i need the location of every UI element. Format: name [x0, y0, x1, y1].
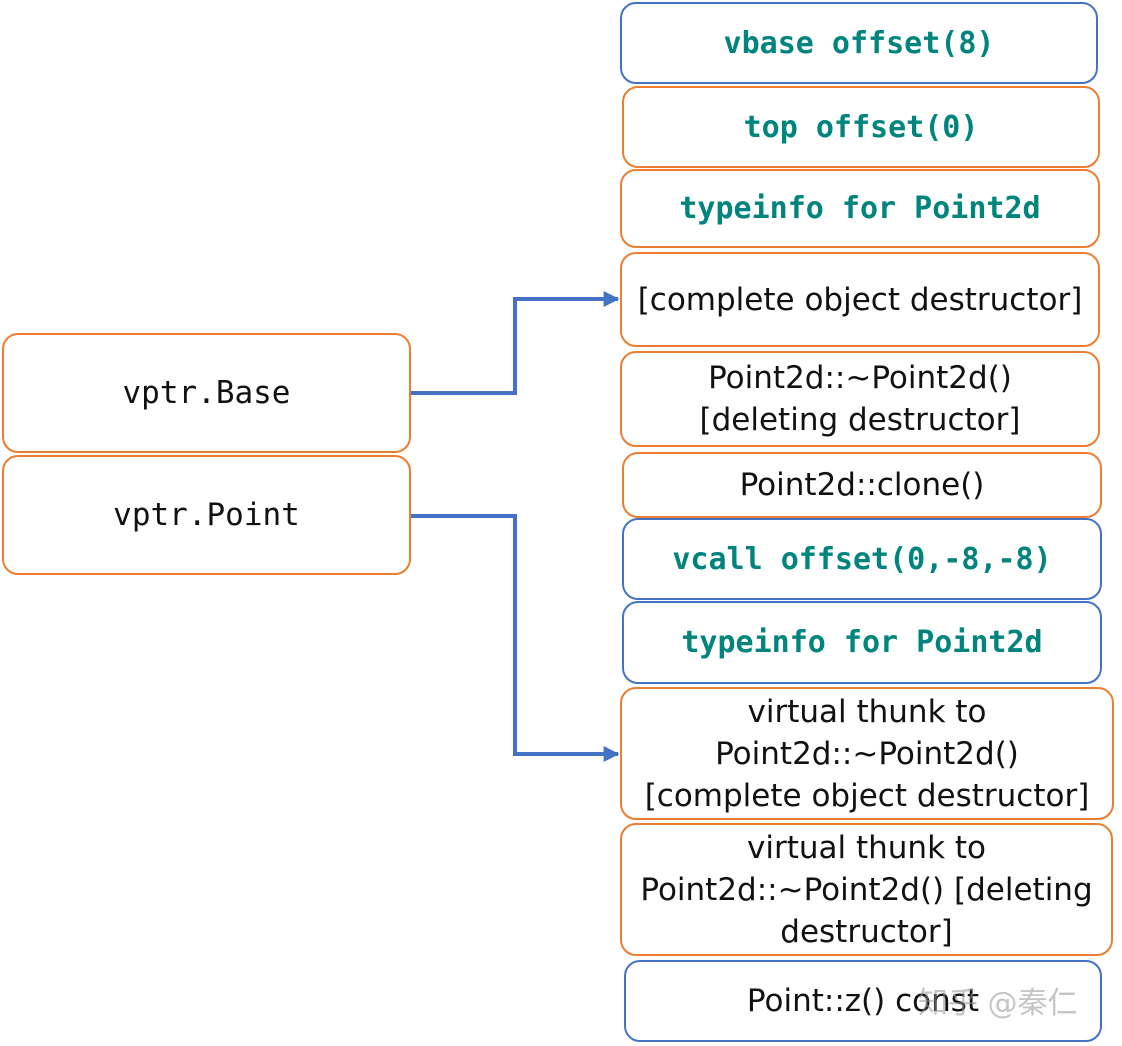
complete-destructor-slot: [complete object destructor]: [620, 252, 1100, 347]
point-z-slot: Point::z() const: [624, 960, 1102, 1042]
top-offset-text: top offset(0): [743, 109, 979, 145]
thunk-complete-destructor-slot: virtual thunk to Point2d::~Point2d() [co…: [620, 687, 1114, 820]
arrow-vptr-point: [411, 514, 620, 762]
top-offset-slot: top offset(0): [622, 86, 1100, 168]
typeinfo-text-2: typeinfo for Point2d: [681, 625, 1043, 660]
vbase-offset-text: vbase offset(8): [723, 25, 995, 61]
vcall-offset-text: vcall offset(0,-8,-8): [672, 541, 1052, 577]
thunk-complete-destructor-text: virtual thunk to Point2d::~Point2d() [co…: [644, 693, 1090, 814]
typeinfo-text-1: typeinfo for Point2d: [679, 191, 1041, 226]
typeinfo-slot-1: typeinfo for Point2d: [620, 169, 1100, 248]
deleting-destructor-slot: Point2d::~Point2d() [deleting destructor…: [620, 351, 1100, 447]
vptr-base-box: vptr.Base: [2, 333, 411, 453]
typeinfo-slot-2: typeinfo for Point2d: [622, 601, 1102, 684]
complete-destructor-text: [complete object destructor]: [637, 281, 1083, 318]
clone-text: Point2d::clone(): [739, 467, 985, 503]
deleting-destructor-text: Point2d::~Point2d() [deleting destructor…: [699, 360, 1021, 438]
vptr-point-label: vptr.Point: [113, 497, 300, 533]
vbase-offset-slot: vbase offset(8): [620, 2, 1098, 84]
vptr-base-label: vptr.Base: [122, 375, 291, 411]
clone-slot: Point2d::clone(): [622, 452, 1102, 518]
thunk-deleting-destructor-slot: virtual thunk to Point2d::~Point2d() [de…: [620, 823, 1113, 956]
arrow-vptr-base: [411, 291, 620, 395]
vcall-offset-slot: vcall offset(0,-8,-8): [622, 518, 1102, 600]
watermark: 知乎 @秦仁: [918, 986, 1078, 1021]
thunk-deleting-destructor-text: virtual thunk to Point2d::~Point2d() [de…: [640, 829, 1093, 950]
vptr-point-box: vptr.Point: [2, 455, 411, 575]
point-z-text: Point::z() const: [746, 983, 980, 1019]
